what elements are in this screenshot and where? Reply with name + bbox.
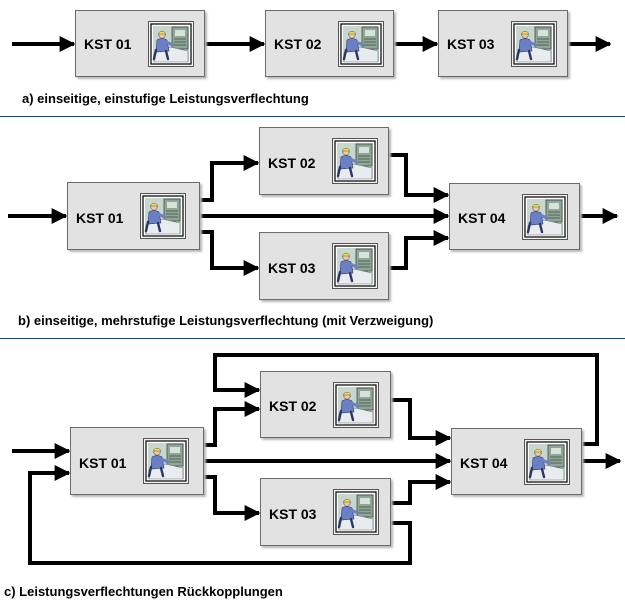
kst02-label: KST 02 [268,155,316,171]
arrow-c-01-03 [203,475,261,521]
kst01-box-a: KST 01 [75,10,205,77]
worker-at-machine-icon [524,439,570,485]
arrow-c-01-02 [203,401,261,447]
arrow-b-02-04 [388,153,450,203]
worker-at-machine-icon [333,382,379,428]
kst01-box-c: KST 01 [70,427,204,495]
kst02-label: KST 02 [274,36,322,52]
worker-at-machine-icon [333,489,379,535]
arrow-b-01-03 [199,230,260,276]
kst02-box-c: KST 02 [260,371,391,438]
kst03-box-a: KST 03 [438,10,568,77]
kst01-label: KST 01 [79,455,127,471]
kst03-label: KST 03 [447,36,495,52]
kst04-label: KST 04 [460,455,508,471]
kst04-box-b: KST 04 [449,183,580,250]
kst01-label: KST 01 [84,36,132,52]
kst03-box-b: KST 03 [259,232,389,300]
kst04-box-c: KST 04 [451,428,582,495]
worker-at-machine-icon [143,438,189,484]
kst03-box-c: KST 03 [260,478,391,546]
kst02-box-a: KST 02 [265,10,394,77]
feedback-04-to-02 [213,353,599,446]
worker-at-machine-icon [338,21,384,67]
worker-at-machine-icon [332,243,378,289]
kst02-box-b: KST 02 [259,127,389,195]
feedback-03-to-01 [28,465,412,565]
worker-at-machine-icon [522,194,568,240]
divider-a-b [0,116,625,117]
divider-b-c [0,338,625,339]
kst01-box-b: KST 01 [67,182,200,250]
kst03-label: KST 03 [268,260,316,276]
kst01-label: KST 01 [76,210,124,226]
worker-at-machine-icon [511,21,557,67]
caption-a: a) einseitige, einstufige Leistungsverfl… [22,91,309,106]
caption-b: b) einseitige, mehrstufige Leistungsverf… [18,313,434,328]
kst03-label: KST 03 [269,506,317,522]
arrow-c-03-04 [390,474,452,505]
kst02-label: KST 02 [269,398,317,414]
arrow-c-02-04 [390,398,452,446]
caption-c: c) Leistungsverflechtungen Rückkopplunge… [4,584,283,599]
worker-at-machine-icon [332,138,378,184]
kst04-label: KST 04 [458,210,506,226]
worker-at-machine-icon [140,193,186,239]
worker-at-machine-icon [148,21,194,67]
arrow-b-03-04 [388,230,450,270]
arrow-b-01-02 [199,155,260,202]
